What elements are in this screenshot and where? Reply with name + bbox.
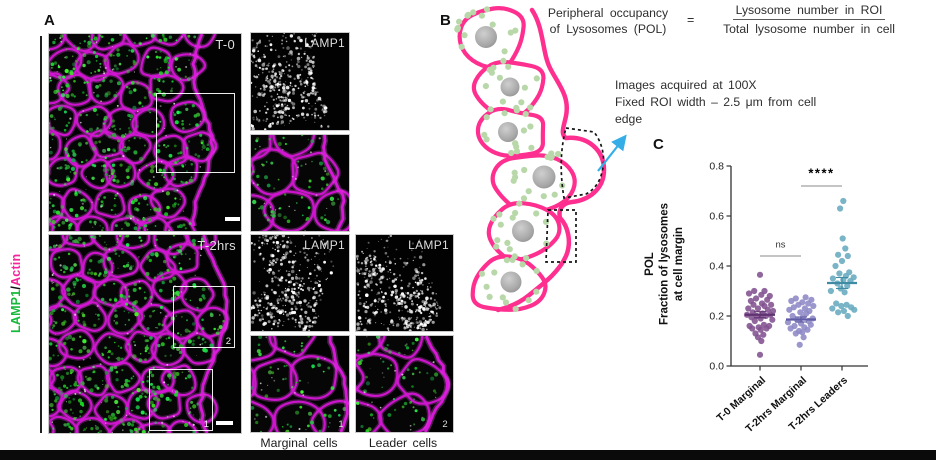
svg-text:0.2: 0.2 [709, 311, 724, 323]
panel-a-bracket-line [40, 36, 42, 433]
formula-lhs-line1: Peripheral occupancy [547, 6, 669, 20]
t2hrs-roi-box-2: 2 [173, 286, 235, 348]
t2hrs-timepoint-label: T-2hrs [197, 238, 236, 253]
actin-magenta-text: Actin [9, 253, 23, 286]
formula-numerator: Lysosome number in ROI [732, 3, 886, 20]
formula-equals-sign: = [687, 13, 695, 27]
t0-lamp1-inset: LAMP1 [250, 32, 350, 131]
note-line3: edge [615, 112, 643, 127]
t0-roi-box [156, 93, 235, 173]
lamp1-actin-axis-label: LAMP1/Actin [9, 254, 23, 333]
lamp1-green-text: LAMP1 [9, 289, 23, 333]
pol-formula-fraction: Lysosome number in ROI Total lysosome nu… [699, 3, 919, 36]
panel-a-label: A [44, 12, 55, 29]
roi-dashed-outline-lower [545, 209, 577, 263]
t2hrs-roi-box-1: 1 [149, 369, 213, 431]
marginal-cells-caption: Marginal cells [260, 436, 338, 450]
t2hrs-marginal-lamp1-inset: LAMP1 [250, 234, 350, 332]
svg-text:****: **** [808, 165, 834, 180]
t2hrs-merge-micrograph: T-2hrs 2 1 [48, 234, 242, 434]
svg-text:0.0: 0.0 [709, 361, 724, 373]
note-line2: Fixed ROI width – 2.5 μm from cell [615, 95, 817, 110]
t2hrs-marginal-lamp1-label: LAMP1 [304, 238, 345, 252]
svg-text:ns: ns [775, 239, 785, 250]
roi-1-number: 1 [203, 419, 209, 430]
svg-text:Fraction of lysosomes: Fraction of lysosomes [659, 203, 671, 325]
panel-c-label: C [653, 136, 664, 153]
svg-text:0.6: 0.6 [709, 211, 724, 223]
t2hrs-scale-bar [216, 421, 233, 425]
formula-denominator: Total lysosome number in cell [723, 22, 895, 36]
panel-b-label: B [440, 12, 451, 29]
note-line1: Images acquired at 100X [615, 78, 757, 92]
roi-2-number: 2 [225, 336, 231, 347]
acquisition-note: Images acquired at 100X Fixed ROI width … [615, 77, 935, 128]
t0-scale-bar [225, 217, 240, 221]
t2hrs-leader-merge-inset: 2 [355, 335, 454, 433]
leading-edge-membrane [495, 7, 607, 313]
t2hrs-marginal-merge-inset: 1 [250, 335, 350, 433]
leader-inset-number: 2 [442, 419, 448, 430]
t2hrs-leader-lamp1-inset: LAMP1 [355, 234, 454, 332]
roi-pointer-arrow [597, 134, 627, 172]
roi-dashed-outline-upper [560, 127, 605, 199]
slash-text: / [9, 285, 23, 290]
figure-bottom-rule [0, 450, 936, 460]
nuclei [475, 26, 556, 293]
pol-formula-lhs: Peripheral occupancy of Lysosomes (POL) [532, 5, 684, 37]
svg-text:0.8: 0.8 [709, 161, 724, 173]
cell-monolayer-diagram [454, 6, 627, 313]
lysosome-dots [454, 6, 566, 313]
cell-outlines [457, 6, 577, 312]
svg-text:at cell margin: at cell margin [673, 227, 685, 301]
t0-merge-inset [250, 134, 350, 232]
formula-lhs-line2: of Lysosomes (POL) [549, 22, 667, 37]
t0-lamp1-channel-label: LAMP1 [304, 36, 345, 50]
leader-cells-caption: Leader cells [368, 436, 438, 450]
svg-text:0.4: 0.4 [709, 261, 724, 273]
t0-merge-micrograph: T-0 [48, 33, 242, 232]
marginal-inset-number: 1 [338, 419, 344, 430]
svg-text:POL: POL [644, 252, 656, 276]
t2hrs-leader-lamp1-label: LAMP1 [408, 238, 449, 252]
t0-timepoint-label: T-0 [215, 37, 235, 52]
